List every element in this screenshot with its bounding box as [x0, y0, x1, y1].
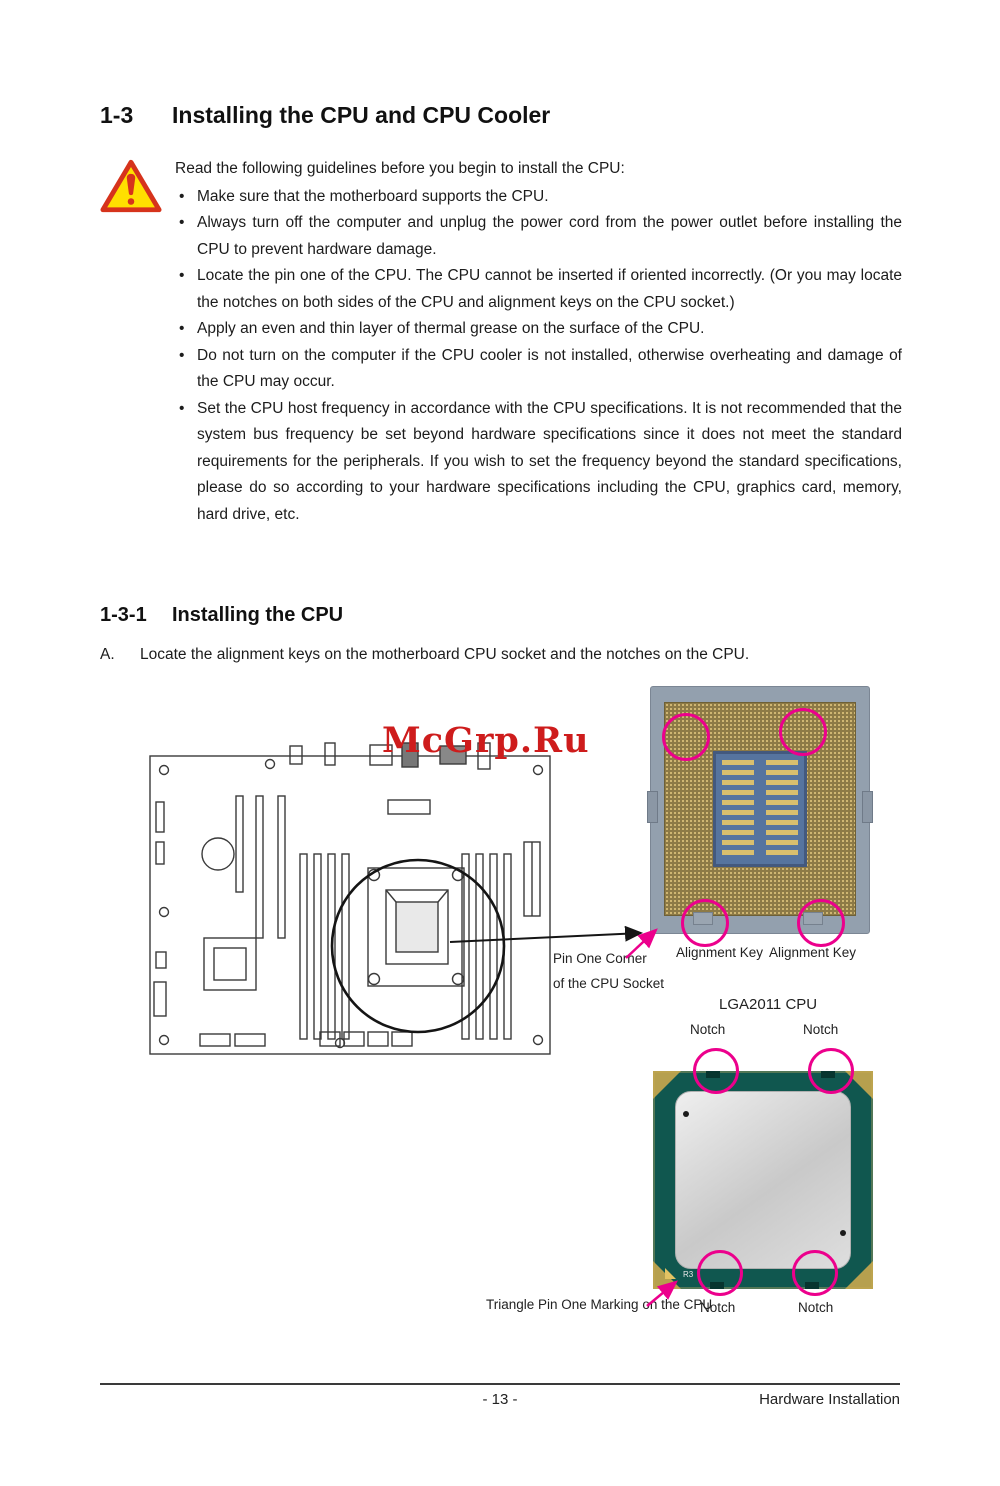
cpu-marking-text: R3: [683, 1270, 694, 1279]
cpu-capacitor-dot: [683, 1111, 689, 1117]
guideline-text: Make sure that the motherboard supports …: [197, 187, 549, 205]
highlight-ring: [797, 899, 845, 947]
step-label: A.: [100, 646, 115, 663]
notch-label-bottom-left: Notch: [700, 1300, 736, 1315]
warning-icon: [100, 158, 162, 215]
highlight-ring: [808, 1048, 854, 1094]
step-text: Locate the alignment keys on the motherb…: [140, 646, 750, 663]
highlight-ring: [697, 1250, 743, 1296]
highlight-ring: [681, 899, 729, 947]
motherboard-diagram: [149, 742, 551, 1055]
guideline-item: Locate the pin one of the CPU. The CPU c…: [175, 263, 902, 316]
cpu-gold-corner: [845, 1261, 873, 1289]
guideline-item: Do not turn on the computer if the CPU c…: [175, 343, 902, 396]
pin-one-label-line2: of the CPU Socket: [553, 976, 665, 991]
highlight-ring: [792, 1250, 838, 1296]
cpu-photo: R3: [653, 1048, 873, 1296]
guideline-item: Make sure that the motherboard supports …: [175, 184, 902, 211]
guidelines-list: Make sure that the motherboard supports …: [175, 184, 902, 529]
footer-divider: [100, 1383, 900, 1385]
footer-chapter: Hardware Installation: [759, 1391, 900, 1408]
pink-arrow-socket: [625, 928, 658, 959]
cpu-figure-title: LGA2011 CPU: [719, 996, 818, 1013]
subsection-number: 1-3-1: [100, 604, 147, 626]
socket-divider: [754, 754, 766, 864]
socket-tab-left: [647, 791, 658, 823]
step-a: A. Locate the alignment keys on the moth…: [100, 646, 920, 664]
notch-label-top-left: Notch: [690, 1022, 726, 1037]
pointer-arrow: [449, 925, 643, 943]
notch-label-top-right: Notch: [803, 1022, 839, 1037]
watermark: McGrp.Ru: [382, 720, 590, 761]
guideline-item: Apply an even and thin layer of thermal …: [175, 316, 902, 343]
guidelines-block: Read the following guidelines before you…: [175, 156, 902, 528]
socket-photo: [647, 686, 873, 947]
highlight-ring: [779, 708, 827, 756]
pin-one-label-line1: Pin One Corner: [553, 951, 647, 966]
cpu-gold-corner: [653, 1071, 681, 1099]
guideline-item: Set the CPU host frequency in accordance…: [175, 396, 902, 529]
guideline-text: Always turn off the computer and unplug …: [197, 214, 902, 258]
guidelines-intro: Read the following guidelines before you…: [175, 160, 625, 177]
guideline-item: Always turn off the computer and unplug …: [175, 210, 902, 263]
guideline-text: Set the CPU host frequency in accordance…: [197, 399, 902, 523]
triangle-pin-one-label: Triangle Pin One Marking on the CPU: [486, 1297, 713, 1312]
highlight-ring: [662, 713, 710, 761]
alignment-key-label-right: Alignment Key: [769, 945, 857, 960]
guideline-text: Apply an even and thin layer of thermal …: [197, 320, 705, 337]
notch-label-bottom-right: Notch: [798, 1300, 834, 1315]
highlight-ring: [693, 1048, 739, 1094]
subsection-title: Installing the CPU: [172, 604, 344, 626]
section-number: 1-3: [100, 102, 134, 128]
subsection-heading: 1-3-1 Installing the CPU: [100, 604, 343, 627]
guideline-text: Locate the pin one of the CPU. The CPU c…: [197, 267, 902, 311]
footer-page-number: - 13 -: [482, 1391, 518, 1408]
alignment-key-label-left: Alignment Key: [676, 945, 764, 960]
socket-tab-right: [862, 791, 873, 823]
pin-one-label: Pin One Corner of the CPU Socket: [553, 946, 664, 996]
guideline-text: Do not turn on the computer if the CPU c…: [197, 346, 902, 391]
section-title: Installing the CPU and CPU Cooler: [172, 102, 551, 128]
socket-center-cavity: [713, 751, 807, 867]
socket-pin-field: [664, 702, 856, 916]
cpu-heat-spreader: [675, 1091, 851, 1269]
cpu-pin-one-triangle: [665, 1268, 676, 1279]
section-heading: 1-3 Installing the CPU and CPU Cooler: [100, 102, 550, 129]
cpu-capacitor-dot: [840, 1230, 846, 1236]
pink-arrow-cpu: [646, 1280, 678, 1307]
